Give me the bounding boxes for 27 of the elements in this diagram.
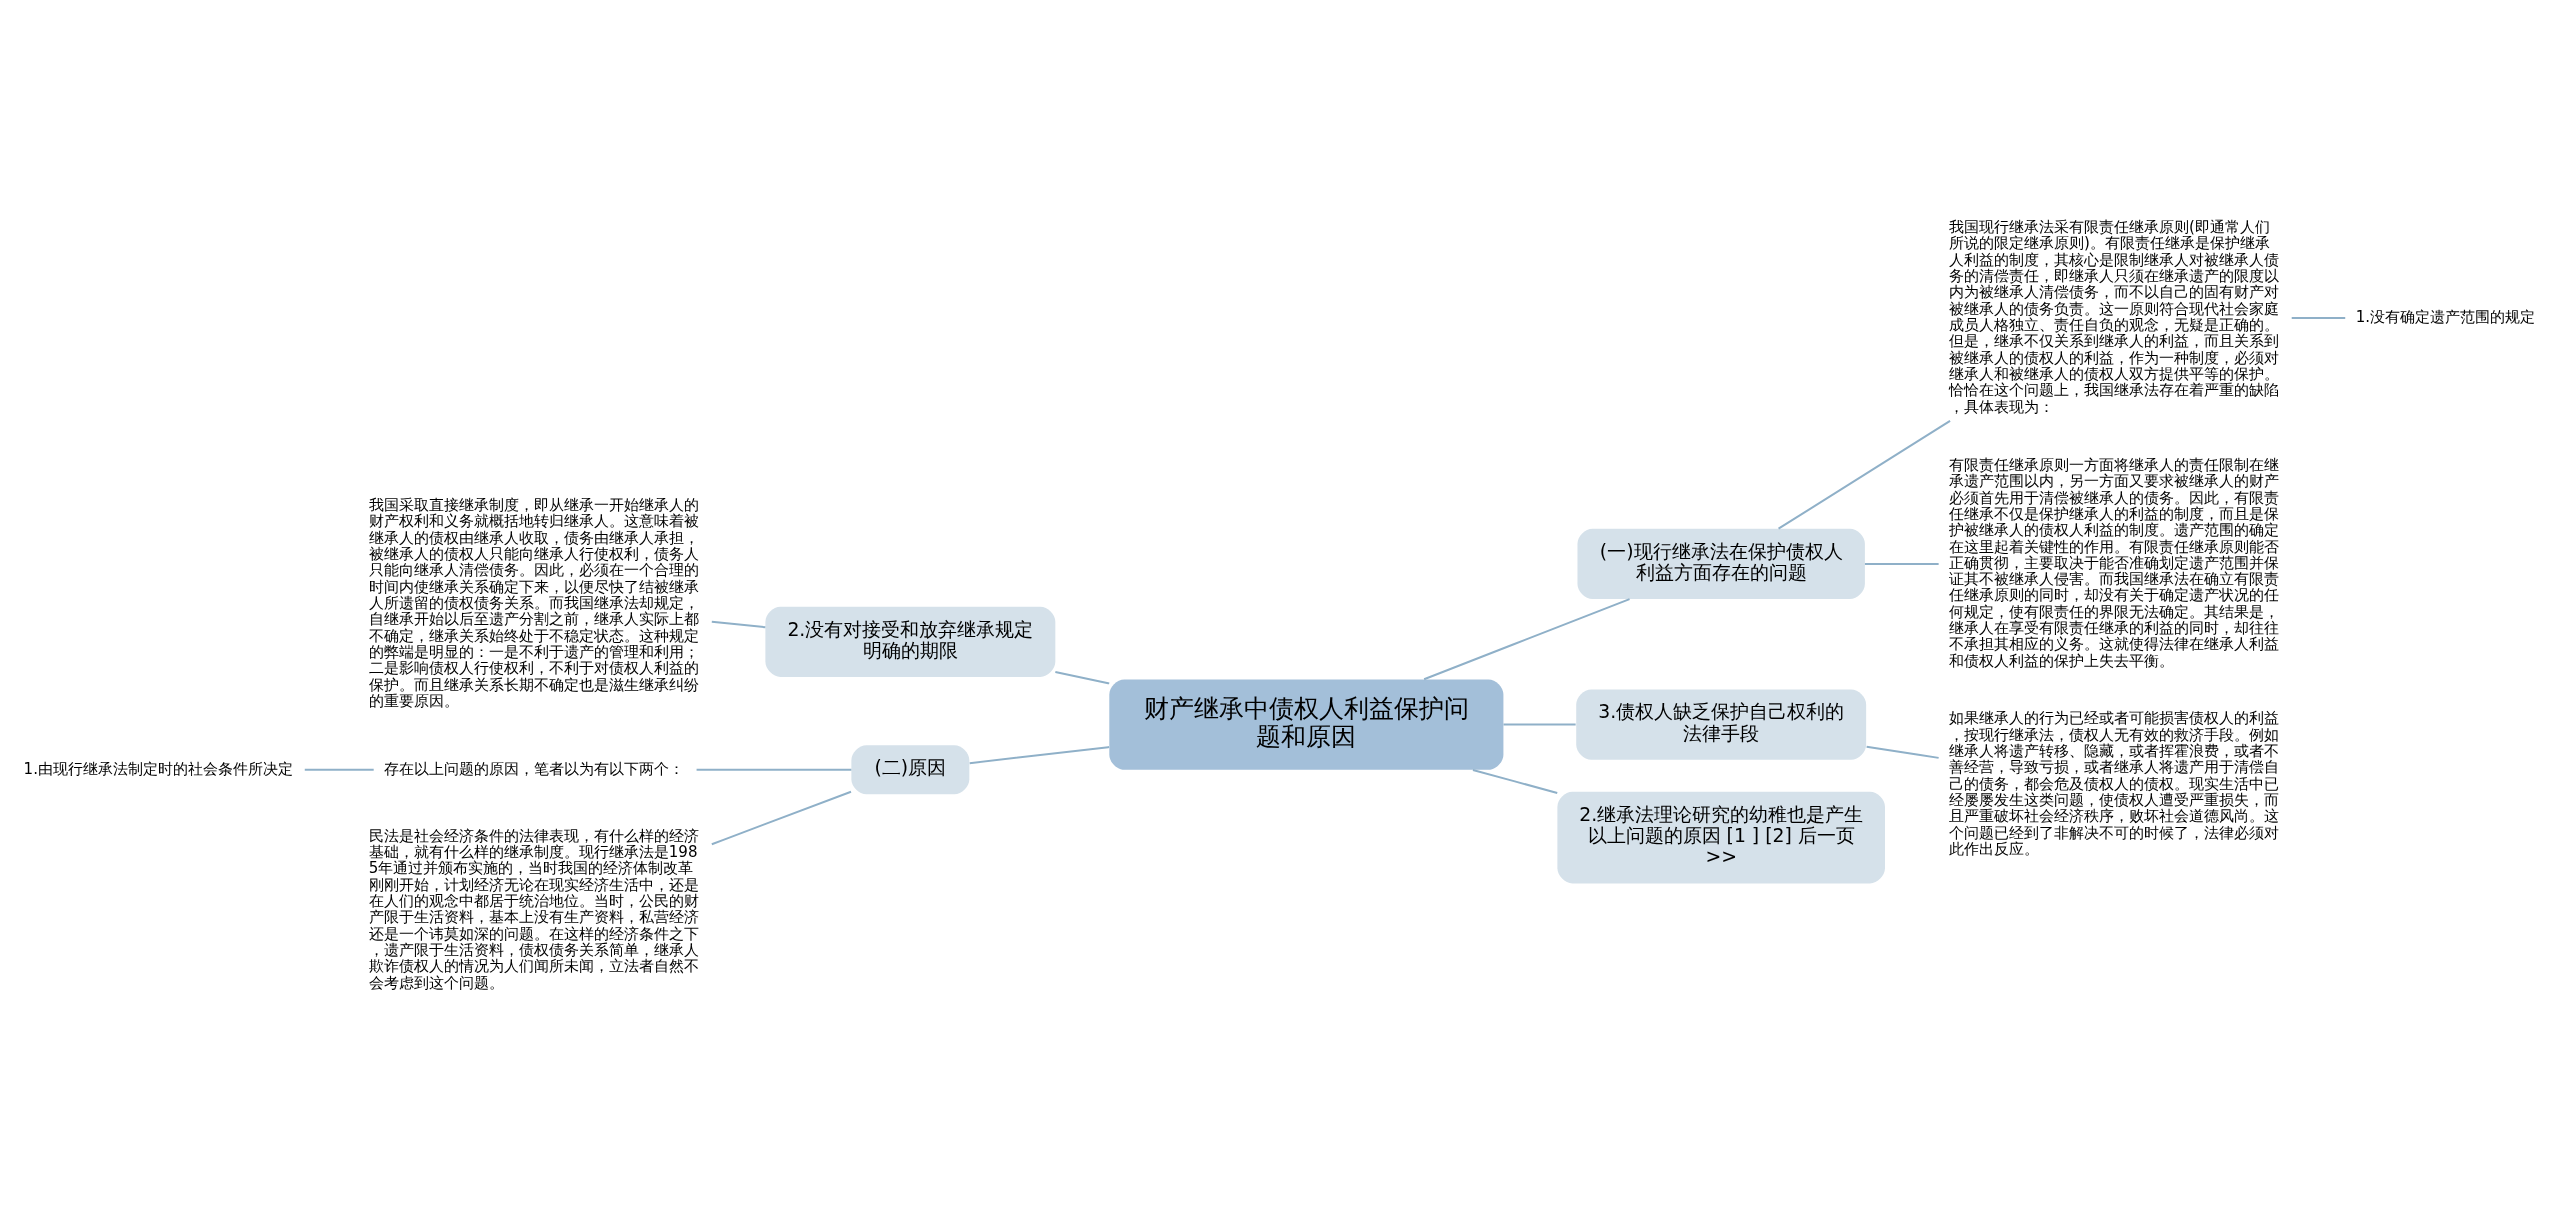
- connector: [1472, 768, 1558, 794]
- connector: [711, 790, 852, 846]
- connector: [1503, 723, 1576, 726]
- connector: [1423, 598, 1630, 681]
- connector: [1055, 671, 1110, 685]
- connector: [1778, 420, 1951, 530]
- node-box: 3.债权人缺乏保护自己权利的法律手段: [1576, 689, 1867, 760]
- connector: [2291, 316, 2346, 319]
- node-text: 有限责任继承原则一方面将继承人的责任限制在继承遗产范围以内，另一方面又要求被继承人的财产必须首先用于清偿被继承人的债务。因此，有限责任继承不仅是保护继承人的利益的制度，而且是保护被继承人的债权人利益的制度。遗产范围的确定在这里起着关键性的作用。有限责任继承原则能否正确贯彻，主要取决于能否准确划定遗产范围并保证其不被继承人侵害。而我国继承法在确立有限责任继承原则的同时，却没有关于确定遗产状况的任何规定，使有限责任的界限无法确定。其结果是，继承人在享受有限责任继承的利益的同时，却往往不承担其相应的义务。这就使得法律在继承人利益和债权人利益的保护上失去平衡。: [1949, 455, 2279, 670]
- connector: [711, 620, 766, 629]
- node-text: 如果继承人的行为已经或者可能损害债权人的利益，按现行继承法，债权人无有效的救济手段。例如继承人将遗产转移、隐藏，或者挥霍浪费，或者不善经营，导致亏损，或者继承人将遗产用于清偿自己的债务，都会危及债权人的债权。现实生活中已经屡屡发生这类问题，使债权人遭受严重损失，而且严重破坏社会经济秩序，败坏社会道德风尚。这个问题已经到了非解决不可的时候了，法律必须对此作出反应。: [1949, 709, 2279, 859]
- node-box: 财产继承中债权人利益保护问题和原因: [1109, 679, 1504, 770]
- node-box: (一)现行继承法在保护债权人利益方面存在的问题: [1577, 528, 1865, 600]
- node-text: 民法是社会经济条件的法律表现，有什么样的经济基础，就有什么样的继承制度。现行继承法是1985年通过并颁布实施的，当时我国的经济体制改革刚刚开始，计划经济无论在现实经济生活中，还是在人们的观念中都居于统治地位。当时，公民的财产限于生活资料，基本上没有生产资料，私营经济还是一个讳莫如深的问题。在这样的经济条件之下，遗产限于生活资料，债权债务关系简单，继承人欺诈债权人的情况为人们闻所未闻，立法者自然不会考虑到这个问题。: [368, 826, 699, 992]
- node-text: 我国采取直接继承制度，即从继承一开始继承人的财产权利和义务就概括地转归继承人。这意味着被继承人的债权由继承人收取，债务由继承人承担，被继承人的债权人只能向继承人行使权利，债务人只能向继承人清偿债务。因此，必须在一个合理的时间内使继承关系确定下来，以便尽快了结被继承人所遗留的债权债务关系。而我国继承法却规定，自继承开始以后至遗产分割之前，继承人实际上都不确定，继承关系始终处于不稳定状态。这种规定的弊端是明显的：一是不利于遗产的管理和利用；二是影响债权人行使权利，不利于对债权人利益的保护。而且继承关系长期不确定也是滋生继承纠纷的重要原因。: [368, 496, 699, 710]
- node-text: 1.没有确定遗产范围的规定: [2355, 307, 2536, 326]
- node-text: 1.由现行继承法制定时的社会条件所决定: [23, 759, 293, 778]
- node-text: 存在以上问题的原因，笔者以为有以下两个：: [383, 759, 684, 778]
- connector: [1866, 745, 1939, 759]
- node-box: 2.没有对接受和放弃继承规定明确的期限: [765, 606, 1056, 677]
- connector: [304, 768, 374, 771]
- node-box: 2.继承法理论研究的幼稚也是产生以上问题的原因 [1 ] [2] 后一页>>: [1557, 791, 1885, 884]
- node-box: (二)原因: [851, 745, 970, 795]
- connector: [1864, 562, 1939, 565]
- node-text: 我国现行继承法采有限责任继承原则(即通常人们所说的限定继承原则)。有限责任继承是保护继承人利益的制度，其核心是限制继承人对被继承人债务的清偿责任，即继承人只须在继承遗产的限度以内为被继承人清偿债务，而不以自己的固有财产对被继承人的债务负责。这一原则符合现代社会家庭成员人格独立、责任自负的观念，无疑是正确的。但是，继承不仅关系到继承人的利益，而且关系到被继承人的债权人的利益，作为一种制度，必须对继承人和被继承人的债权人双方提供平等的保护。恰恰在这个问题上，我国继承法存在着严重的缺陷，具体表现为：: [1949, 218, 2279, 416]
- connector: [696, 768, 852, 771]
- connector: [969, 746, 1110, 765]
